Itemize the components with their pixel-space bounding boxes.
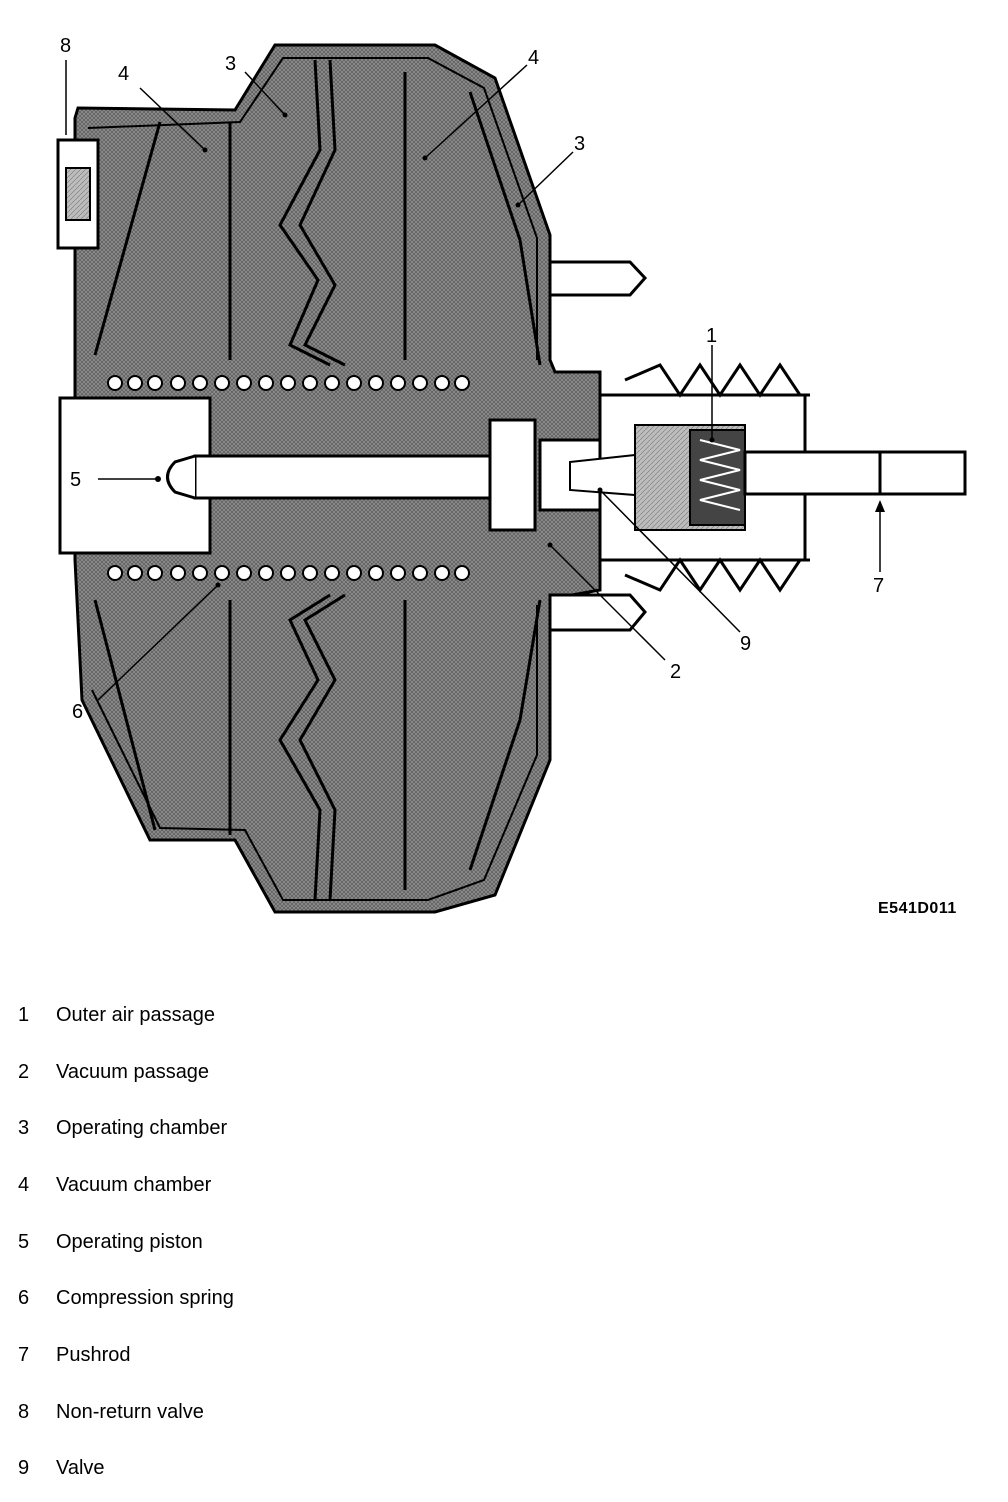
callout-3-top: 3: [225, 53, 236, 75]
brake-booster-cross-section: 8 4 3 4 3 1 5 6 7 2 9: [56, 35, 967, 914]
legend-number: 9: [18, 1457, 30, 1479]
callout-labels: 8 4 3 4 3 1 5 6 7 2 9: [60, 35, 884, 723]
callout-6: 6: [72, 701, 83, 723]
callout-9: 9: [740, 633, 751, 655]
legend-number: 7: [18, 1344, 30, 1366]
diaphragm-walls: [93, 59, 542, 901]
legend-label: Operating piston: [56, 1231, 203, 1253]
legend-label: Outer air passage: [56, 1004, 215, 1026]
legend-label: Non-return valve: [56, 1401, 204, 1423]
legend-label: Valve: [56, 1457, 105, 1479]
legend-number: 2: [18, 1061, 30, 1083]
callout-4-right: 4: [528, 47, 539, 69]
callout-5: 5: [70, 469, 81, 491]
legend-label: Vacuum passage: [56, 1061, 210, 1083]
legend-label: Vacuum chamber: [56, 1174, 212, 1196]
operating-piston: [58, 396, 607, 555]
pushrod: [569, 450, 967, 497]
legend-label: Pushrod: [56, 1344, 131, 1366]
legend-number: 5: [18, 1231, 30, 1253]
leader-lines: [65, 60, 881, 701]
callout-8: 8: [60, 35, 71, 57]
legend-number: 1: [18, 1004, 30, 1026]
callout-7: 7: [873, 575, 884, 597]
compression-spring: [107, 375, 470, 581]
legend-number: 3: [18, 1117, 30, 1139]
callout-3-right: 3: [574, 133, 585, 155]
mounting-studs: [548, 260, 648, 632]
callout-2: 2: [670, 661, 681, 683]
callout-1: 1: [706, 325, 717, 347]
non-return-valve: [56, 138, 100, 250]
legend-number: 8: [18, 1401, 30, 1423]
legend-label: Operating chamber: [56, 1117, 228, 1139]
legend-number: 4: [18, 1174, 30, 1196]
legend-label: Compression spring: [56, 1287, 234, 1309]
figure-code: E541D011: [878, 900, 957, 917]
legend-number: 6: [18, 1287, 30, 1309]
callout-4-left: 4: [118, 63, 129, 85]
